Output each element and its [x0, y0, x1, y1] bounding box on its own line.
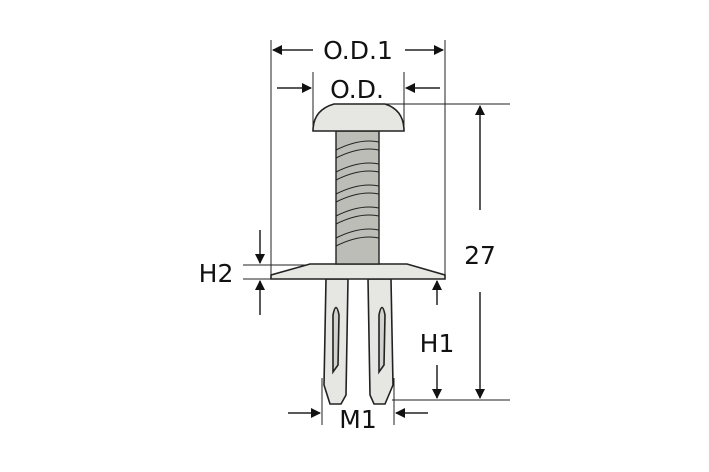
h2-label: H2: [199, 259, 234, 288]
dimension-od1: O.D.1: [272, 36, 444, 65]
dimension-od: O.D.: [277, 75, 440, 104]
od1-label: O.D.1: [323, 36, 393, 65]
rivet-part: [270, 103, 446, 405]
m1-label: M1: [339, 405, 376, 434]
dimension-h2: H2: [199, 230, 265, 315]
rivet-flange: [270, 263, 446, 280]
dimension-m1: M1: [288, 405, 428, 434]
h1-label: H1: [420, 329, 455, 358]
extension-lines: [243, 40, 510, 425]
length-label: 27: [464, 241, 496, 270]
rivet-legs: [323, 278, 394, 405]
dimension-h1: H1: [420, 280, 455, 399]
dimension-length: 27: [464, 105, 496, 399]
screw-head: [312, 103, 405, 132]
screw-thread: [335, 130, 380, 265]
od-label: O.D.: [330, 75, 384, 104]
